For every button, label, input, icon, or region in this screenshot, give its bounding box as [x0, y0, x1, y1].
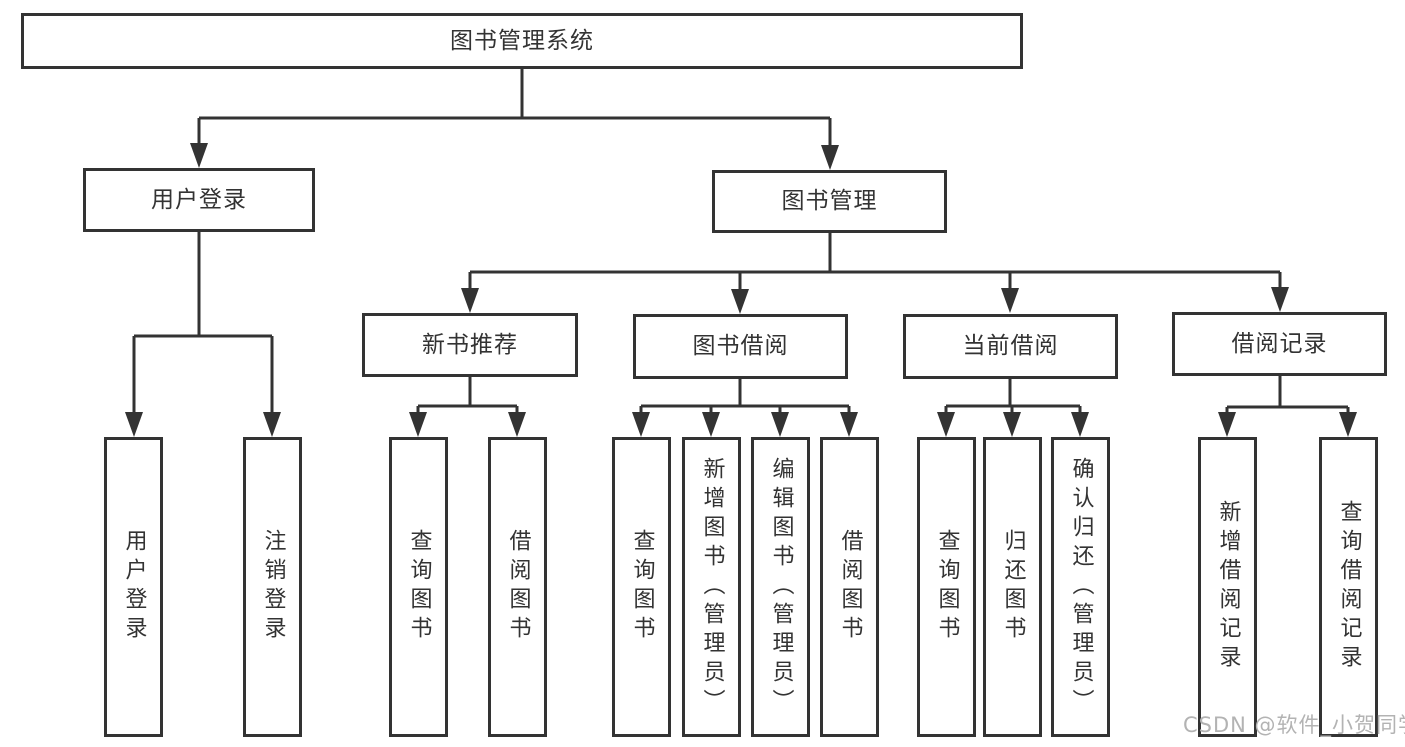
node-user-login: 用户登录: [83, 168, 315, 232]
arrowhead: [1339, 412, 1357, 437]
arrowhead: [409, 412, 427, 437]
leaf-query-books-borrowing: 查询图书: [612, 437, 671, 737]
leaf-borrow-books-recommend: 借阅图书: [488, 437, 547, 737]
arrowhead: [1003, 412, 1021, 437]
leaf-add-book-admin: 新增图书（管理员）: [682, 437, 741, 737]
leaf-logout: 注销登录: [243, 437, 302, 737]
arrowhead: [125, 412, 143, 437]
arrowhead: [731, 289, 749, 314]
leaf-add-borrow-record: 新增借阅记录: [1198, 437, 1257, 737]
arrowhead: [1271, 287, 1289, 312]
leaf-return-books: 归还图书: [983, 437, 1042, 737]
arrowhead: [1071, 412, 1089, 437]
csdn-watermark: CSDN @软件_小贺同学: [1183, 713, 1405, 737]
leaf-user-login: 用户登录: [104, 437, 163, 737]
arrowhead: [461, 288, 479, 313]
node-borrowing-records: 借阅记录: [1172, 312, 1387, 376]
leaf-confirm-return-admin: 确认归还（管理员）: [1051, 437, 1110, 737]
leaf-edit-book-admin: 编辑图书（管理员）: [751, 437, 810, 737]
leaf-query-books-recommend: 查询图书: [389, 437, 448, 737]
node-new-book-recommend: 新书推荐: [362, 313, 578, 377]
arrowhead: [771, 412, 789, 437]
node-current-borrowing: 当前借阅: [903, 314, 1118, 379]
node-library-management-system: 图书管理系统: [21, 13, 1023, 69]
leaf-borrow-books-borrowing: 借阅图书: [820, 437, 879, 737]
arrowhead: [840, 412, 858, 437]
leaf-query-books-current: 查询图书: [917, 437, 976, 737]
arrowhead: [937, 412, 955, 437]
node-book-borrowing: 图书借阅: [633, 314, 848, 379]
arrowhead: [1218, 412, 1236, 437]
arrowhead: [263, 412, 281, 437]
arrowhead: [632, 412, 650, 437]
arrowhead: [821, 145, 839, 170]
arrowhead: [702, 412, 720, 437]
arrowhead: [1001, 288, 1019, 313]
node-book-management: 图书管理: [712, 170, 947, 233]
leaf-query-borrow-record: 查询借阅记录: [1319, 437, 1378, 737]
arrowhead: [508, 412, 526, 437]
arrowhead: [190, 143, 208, 168]
